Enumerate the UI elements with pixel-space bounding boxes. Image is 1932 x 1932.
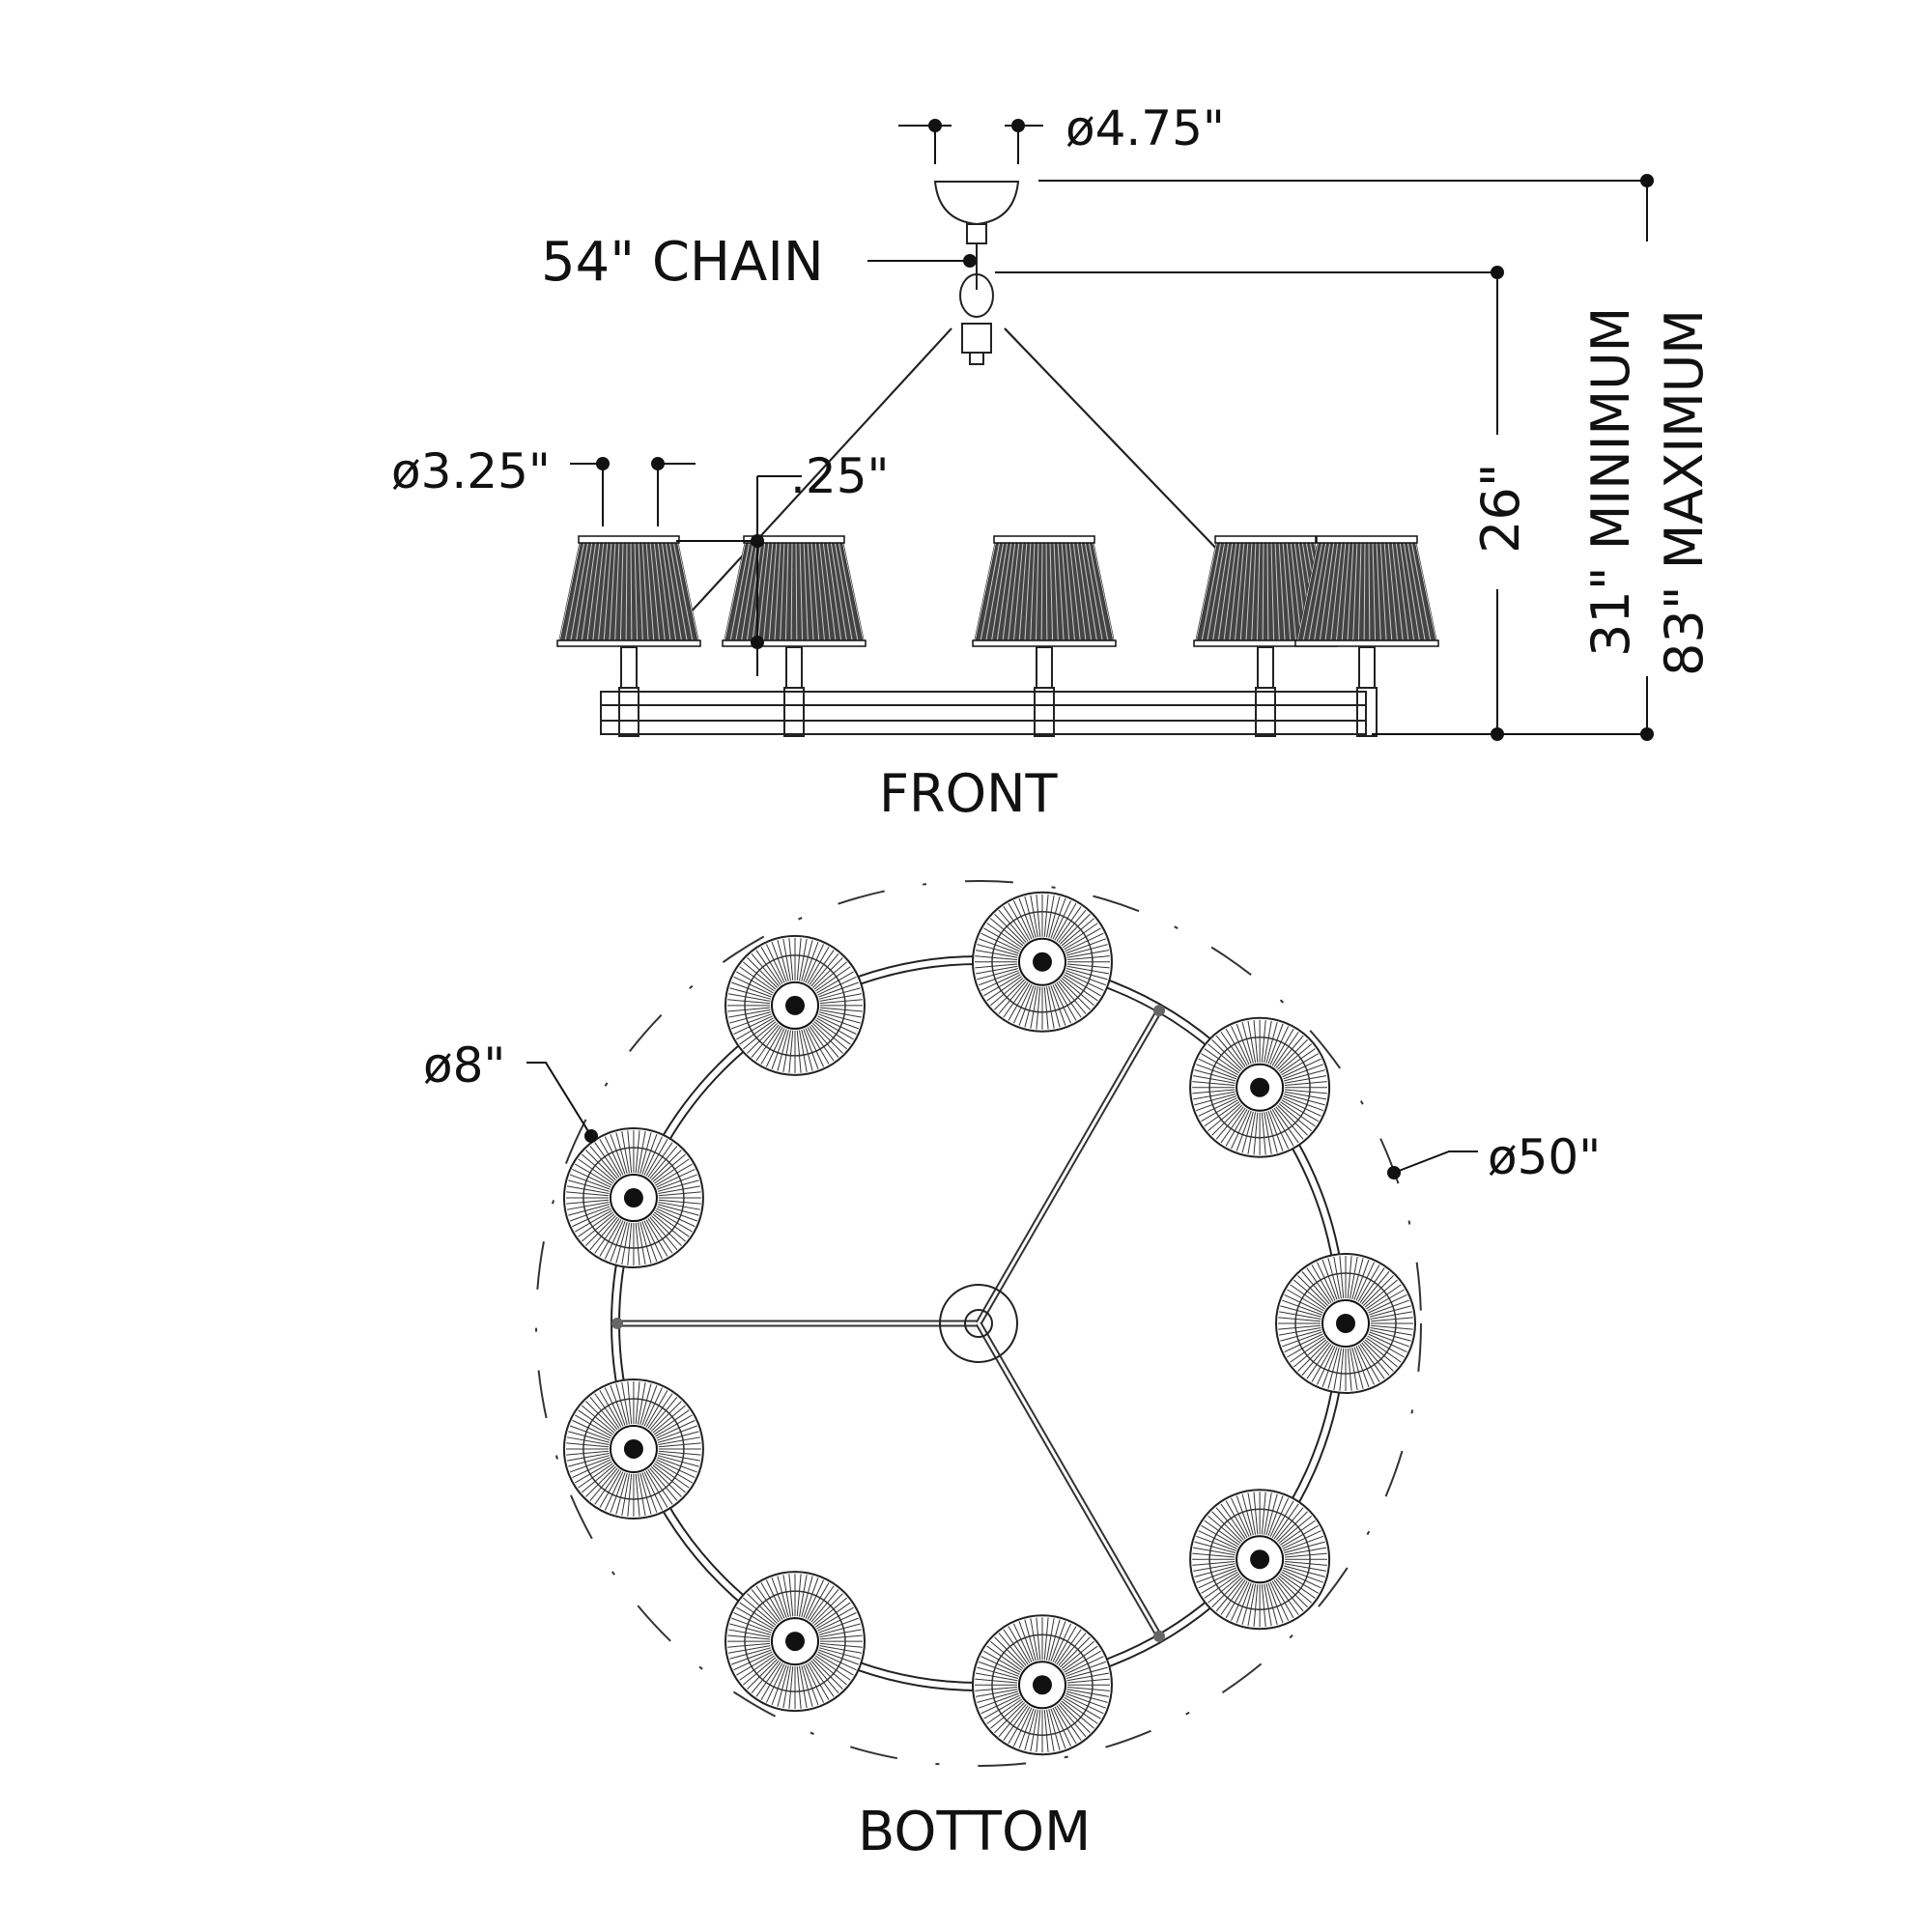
bottom-shade (971, 1614, 1113, 1756)
canopy (933, 181, 1020, 226)
overall-max-label: 83" MAXIMUM (1654, 309, 1715, 676)
bottom-shades (562, 891, 1416, 1756)
overall-diameter-dimension: ø50" (1387, 1129, 1601, 1185)
front-shade (1193, 535, 1338, 737)
front-shade (972, 535, 1117, 737)
spokes (611, 1005, 1165, 1642)
bottom-shade (1275, 1253, 1416, 1394)
bottom-shade (724, 934, 866, 1076)
overall-diameter-label: ø50" (1488, 1129, 1601, 1185)
canopy-diameter-label: ø4.75" (1065, 100, 1225, 156)
bottom-view: ø8" ø50" BOTTOM (423, 880, 1601, 1863)
canopy-diameter-dimension: ø4.75" (898, 100, 1225, 164)
hanging-loop (959, 273, 994, 318)
front-view-title: FRONT (879, 763, 1058, 824)
shade-top-diameter-label: ø3.25" (391, 443, 551, 499)
bottom-view-title: BOTTOM (858, 1801, 1091, 1863)
front-shade (722, 535, 867, 737)
shade-diameter-dimension: ø8" (423, 1037, 598, 1143)
front-shade (1294, 535, 1439, 737)
center-hub (939, 1284, 1018, 1363)
overall-diameter-circle (535, 880, 1422, 1767)
ring-bar (600, 691, 1367, 735)
height-dimensions: 26" 31" MINIMUM 83" MAXIMUM (995, 174, 1715, 741)
shade-top-dimension: ø3.25" (391, 443, 696, 526)
offset-label: .25" (790, 448, 890, 504)
bottom-shade (562, 1378, 704, 1520)
bottom-shade (562, 1127, 704, 1269)
body-height-label: 26" (1470, 463, 1531, 554)
front-shades (556, 535, 1439, 737)
shade-diameter-label: ø8" (423, 1037, 505, 1094)
front-shade (556, 535, 701, 737)
chain-label: 54" CHAIN (541, 231, 824, 294)
bottom-shade (724, 1571, 866, 1713)
overall-min-label: 31" MINIMUM (1580, 307, 1641, 657)
bottom-shade (971, 891, 1113, 1033)
offset-dimension: .25" (676, 448, 890, 676)
bottom-shade (1189, 1016, 1331, 1158)
bottom-shade (1189, 1489, 1331, 1631)
front-view: ø4.75" 54" CHAIN ø3.25" (391, 100, 1715, 824)
